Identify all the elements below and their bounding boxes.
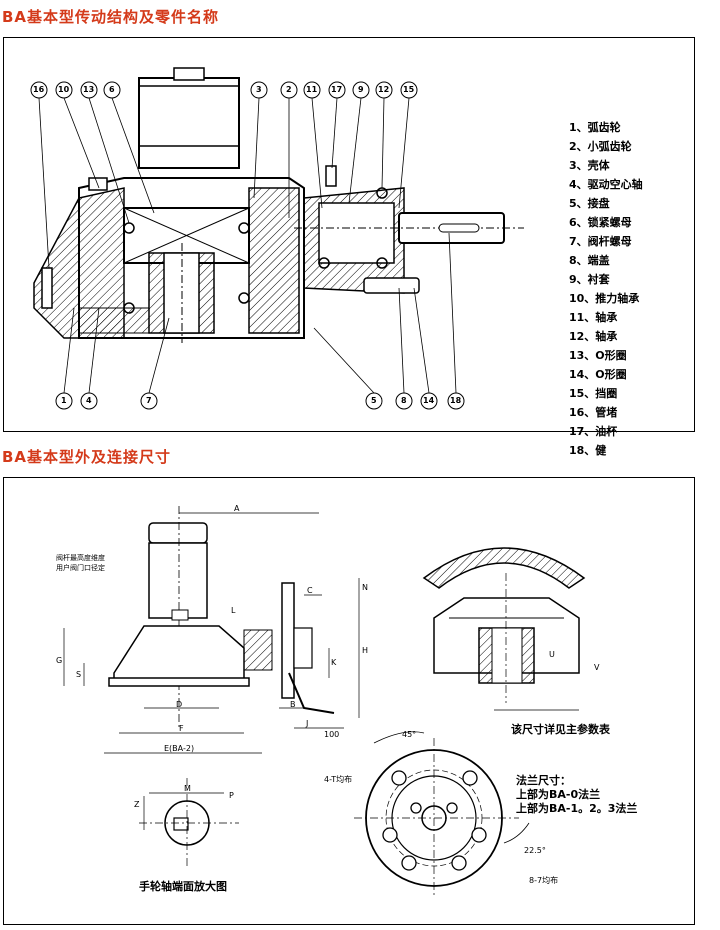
dim-b: B: [290, 700, 296, 709]
dim-p: P: [229, 791, 234, 800]
dim-a: A: [234, 504, 240, 513]
callout-11: 11: [306, 85, 318, 94]
stem-note-line2: 用户阀门口径定: [56, 564, 105, 572]
part-item: 12、轴承: [569, 330, 618, 343]
part-item: 3、壳体: [569, 159, 610, 172]
part-item: 1、弧齿轮: [569, 121, 621, 134]
part-item: 11、轴承: [569, 311, 618, 324]
callout-4: 4: [86, 396, 92, 405]
dim-100: 100: [324, 730, 340, 739]
callout-1: 1: [61, 396, 67, 405]
part-item: 10、推力轴承: [569, 292, 640, 305]
callout-3: 3: [256, 85, 262, 94]
callout-16: 16: [33, 85, 45, 94]
callout-9: 9: [358, 85, 364, 94]
callout-8: 8: [401, 396, 407, 405]
dim-m: M: [184, 784, 191, 793]
callout-numbers: 16 10 13 6 3 2 11 17 9 12 15 1 4 7 5 8 1…: [4, 38, 694, 431]
stem-note-line1: 阀杆最高度维度: [56, 554, 105, 562]
callout-12: 12: [378, 85, 390, 94]
dim-c: C: [307, 586, 313, 595]
callout-6: 6: [109, 85, 115, 94]
dim-k: K: [331, 658, 337, 667]
flange-line2: 上部为BA-0法兰: [516, 788, 601, 801]
part-item: 9、衬套: [569, 273, 610, 286]
part-item: 6、锁紧螺母: [569, 216, 632, 229]
callout-13: 13: [83, 85, 95, 94]
angle-22: 22.5°: [524, 846, 546, 855]
holes-4t: 4-T均布: [324, 775, 353, 784]
callout-15: 15: [403, 85, 415, 94]
flange-line3: 上部为BA-1。2。3法兰: [516, 802, 638, 815]
part-item: 5、接盘: [569, 197, 610, 210]
callout-14: 14: [423, 396, 435, 405]
callout-5: 5: [371, 396, 377, 405]
part-item: 17、油杯: [569, 425, 618, 438]
flange-note: 法兰尺寸： 上部为BA-0法兰 上部为BA-1。2。3法兰: [516, 774, 637, 816]
flange-line1: 法兰尺寸：: [516, 774, 571, 787]
stem-note: 阀杆最高度维度 用户阀门口径定: [56, 553, 105, 573]
callout-2: 2: [286, 85, 292, 94]
dim-g: G: [56, 656, 63, 665]
detail-note: 该尺寸详见主参数表: [511, 723, 610, 736]
dimension-labels: A C H L G S D F E(BA-2) J B K N 100 M Z …: [4, 478, 694, 924]
gearbox-section-drawing: [30, 67, 524, 410]
dim-h: H: [362, 646, 369, 655]
dim-n: N: [362, 583, 368, 592]
part-item: 14、O形圈: [569, 368, 627, 381]
part-item: 8、端盖: [569, 254, 610, 267]
callout-10: 10: [58, 85, 70, 94]
dim-d: D: [176, 700, 183, 709]
dim-l: L: [231, 606, 236, 615]
callout-7: 7: [146, 396, 152, 405]
part-item: 15、挡圈: [569, 387, 618, 400]
section2-title: BA基本型外及连接尺寸: [2, 448, 172, 466]
dimensions-panel: 阀杆最高度维度 用户阀门口径定 A C H L G S D F E(BA-2) …: [3, 477, 695, 925]
dimensions-drawing: [63, 506, 586, 898]
handwheel-caption: 手轮轴端面放大图: [139, 880, 227, 893]
holes-8: 8-7均布: [529, 876, 559, 885]
part-item: 2、小弧齿轮: [569, 140, 632, 153]
structure-panel: 16 10 13 6 3 2 11 17 9 12 15 1 4 7 5 8 1…: [3, 37, 695, 457]
part-item: 4、驱动空心轴: [569, 178, 643, 191]
dim-v: V: [594, 663, 600, 672]
part-item: 7、阀杆螺母: [569, 235, 632, 248]
section1-title: BA基本型传动结构及零件名称: [2, 8, 220, 26]
dim-u: U: [549, 650, 555, 659]
angle-45: 45°: [402, 730, 417, 739]
dim-j: J: [306, 719, 309, 728]
part-item: 13、O形圈: [569, 349, 627, 362]
parts-list: 1、弧齿轮 2、小弧齿轮 3、壳体 4、驱动空心轴 5、接盘 6、锁紧螺母 7、…: [569, 118, 643, 460]
part-item: 16、管堵: [569, 406, 618, 419]
dim-z: Z: [134, 800, 140, 809]
callout-18: 18: [450, 396, 462, 405]
part-item: 18、健: [569, 444, 607, 457]
dim-s: S: [76, 670, 82, 679]
dim-f: F: [179, 724, 184, 733]
dim-e: E(BA-2): [164, 744, 195, 753]
callout-17: 17: [331, 85, 343, 94]
